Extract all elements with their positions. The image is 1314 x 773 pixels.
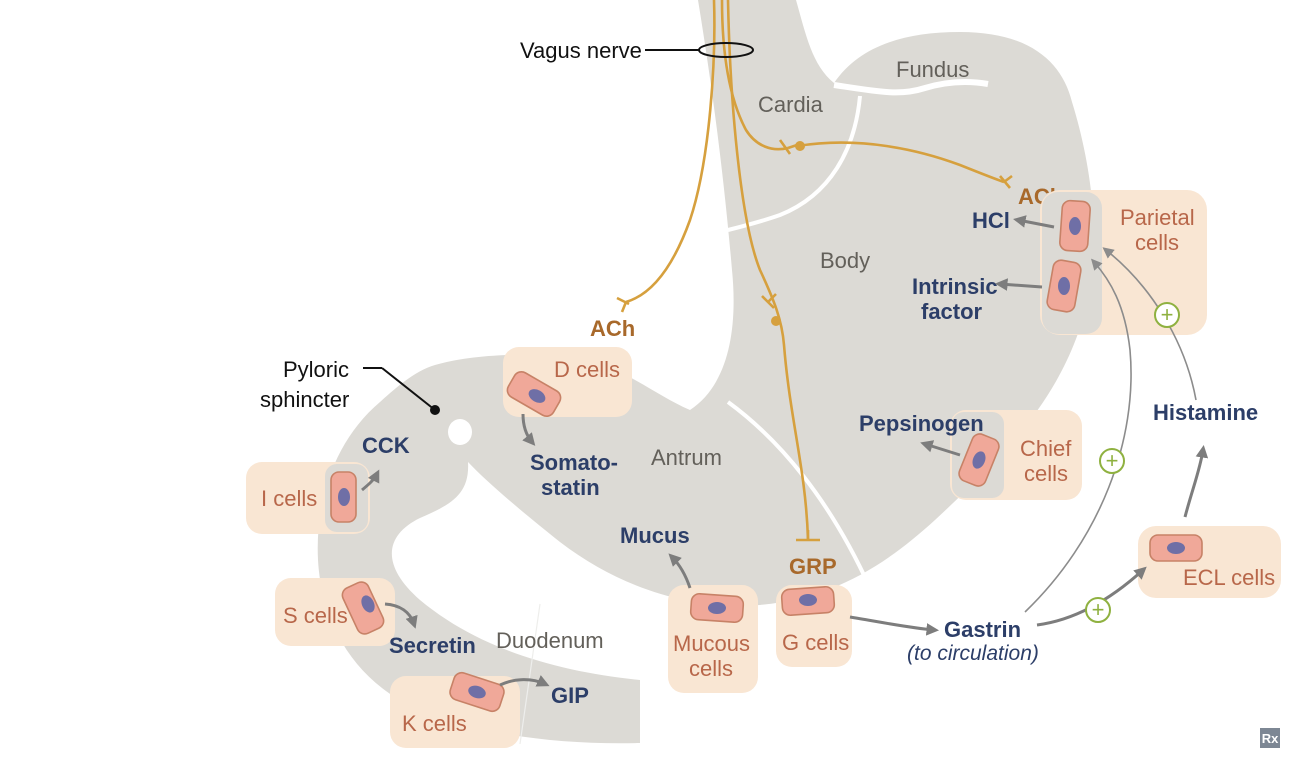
plus-stimulus-markers: + + + bbox=[1085, 302, 1180, 623]
secretion-arrows bbox=[361, 215, 1209, 687]
vagus-nerve-fibers bbox=[625, 0, 1005, 541]
histamine-label: Histamine bbox=[1153, 400, 1258, 425]
cck-label: CCK bbox=[362, 433, 410, 458]
i-cell-group: I cells bbox=[246, 462, 370, 534]
svg-text:Rx: Rx bbox=[1262, 731, 1279, 746]
plus-icon: + bbox=[1106, 448, 1119, 473]
pyloric-label-line1: Pyloric bbox=[283, 357, 349, 382]
parietal-label-line2: cells bbox=[1135, 230, 1179, 255]
ach-label-left: ACh bbox=[590, 316, 635, 341]
stomach-outline bbox=[317, 0, 1094, 744]
g-cells-label: G cells bbox=[782, 630, 849, 655]
gastrin-sublabel: (to circulation) bbox=[907, 642, 1039, 665]
s-cell-group: S cells bbox=[275, 578, 395, 646]
plus-icon: + bbox=[1092, 597, 1105, 622]
vagus-nerve-annotation: Vagus nerve bbox=[520, 38, 754, 63]
parietal-label-line1: Parietal bbox=[1120, 205, 1195, 230]
i-cells-label: I cells bbox=[261, 486, 317, 511]
chief-cell-group: Chief cells bbox=[950, 410, 1082, 500]
region-antrum: Antrum bbox=[651, 445, 722, 470]
pepsinogen-label: Pepsinogen bbox=[859, 411, 984, 436]
k-cells-label: K cells bbox=[402, 711, 467, 736]
plus-icon: + bbox=[1161, 302, 1174, 327]
pyloric-label-line2: sphincter bbox=[260, 387, 349, 412]
hcl-label: HCl bbox=[972, 208, 1010, 233]
grp-label: GRP bbox=[789, 554, 837, 579]
region-fundus: Fundus bbox=[896, 57, 969, 82]
mucous-label-line1: Mucous bbox=[673, 631, 750, 656]
chief-label-line1: Chief bbox=[1020, 436, 1072, 461]
somatostatin-line1: Somato- bbox=[530, 450, 618, 475]
k-cell-group: K cells bbox=[390, 671, 520, 748]
g-cell-group: G cells bbox=[776, 585, 852, 667]
rx-logo: Rx bbox=[1260, 728, 1280, 748]
mucous-cell-group: Mucous cells bbox=[668, 585, 758, 693]
gastrin-label: Gastrin bbox=[944, 617, 1021, 642]
intrinsic-factor-line1: Intrinsic bbox=[912, 274, 998, 299]
secretin-label: Secretin bbox=[389, 633, 476, 658]
vagus-nerve-label: Vagus nerve bbox=[520, 38, 642, 63]
nerve-dots bbox=[771, 141, 805, 326]
parietal-cell-group: Parietal cells bbox=[1040, 190, 1207, 335]
s-cells-label: S cells bbox=[283, 603, 348, 628]
d-cells-label: D cells bbox=[554, 357, 620, 382]
ecl-cells-label: ECL cells bbox=[1183, 565, 1275, 590]
chief-label-line2: cells bbox=[1024, 461, 1068, 486]
ecl-cell-group: ECL cells bbox=[1138, 526, 1281, 598]
region-body: Body bbox=[820, 248, 870, 273]
mucus-label: Mucus bbox=[620, 523, 690, 548]
gip-label: GIP bbox=[551, 683, 589, 708]
somatostatin-line2: statin bbox=[541, 475, 600, 500]
d-cell-group: D cells bbox=[503, 347, 632, 417]
mucous-label-line2: cells bbox=[689, 656, 733, 681]
region-duodenum: Duodenum bbox=[496, 628, 604, 653]
region-cardia: Cardia bbox=[758, 92, 824, 117]
intrinsic-factor-line2: factor bbox=[921, 299, 983, 324]
pyloric-sphincter-annotation: Pyloric sphincter bbox=[260, 357, 440, 415]
